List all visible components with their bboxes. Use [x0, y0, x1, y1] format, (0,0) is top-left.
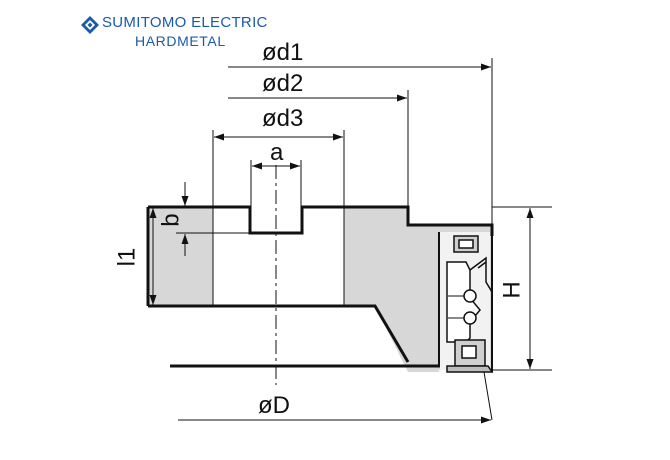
d3-label: ød3: [262, 105, 303, 132]
logo-line-1: SUMITOMO ELECTRIC: [102, 14, 268, 31]
d1-label: ød1: [262, 39, 303, 66]
h-label: H: [498, 281, 525, 298]
d2-label: ød2: [262, 70, 303, 97]
d-label: øD: [258, 392, 290, 419]
logo-line-2: HARDMETAL: [135, 33, 226, 49]
insert-detail: [446, 235, 494, 373]
b-label: b: [157, 213, 184, 226]
sumitomo-diamond-icon: [81, 16, 99, 34]
cutter-outline: [146, 205, 494, 372]
dimension-lines: [149, 63, 534, 424]
sumitomo-logo: SUMITOMO ELECTRIC HARDMETAL: [80, 12, 267, 49]
l1-label: l1: [113, 248, 140, 267]
cutter-body: [148, 207, 492, 372]
a-label: a: [270, 139, 284, 166]
construction-lines: [176, 58, 552, 421]
